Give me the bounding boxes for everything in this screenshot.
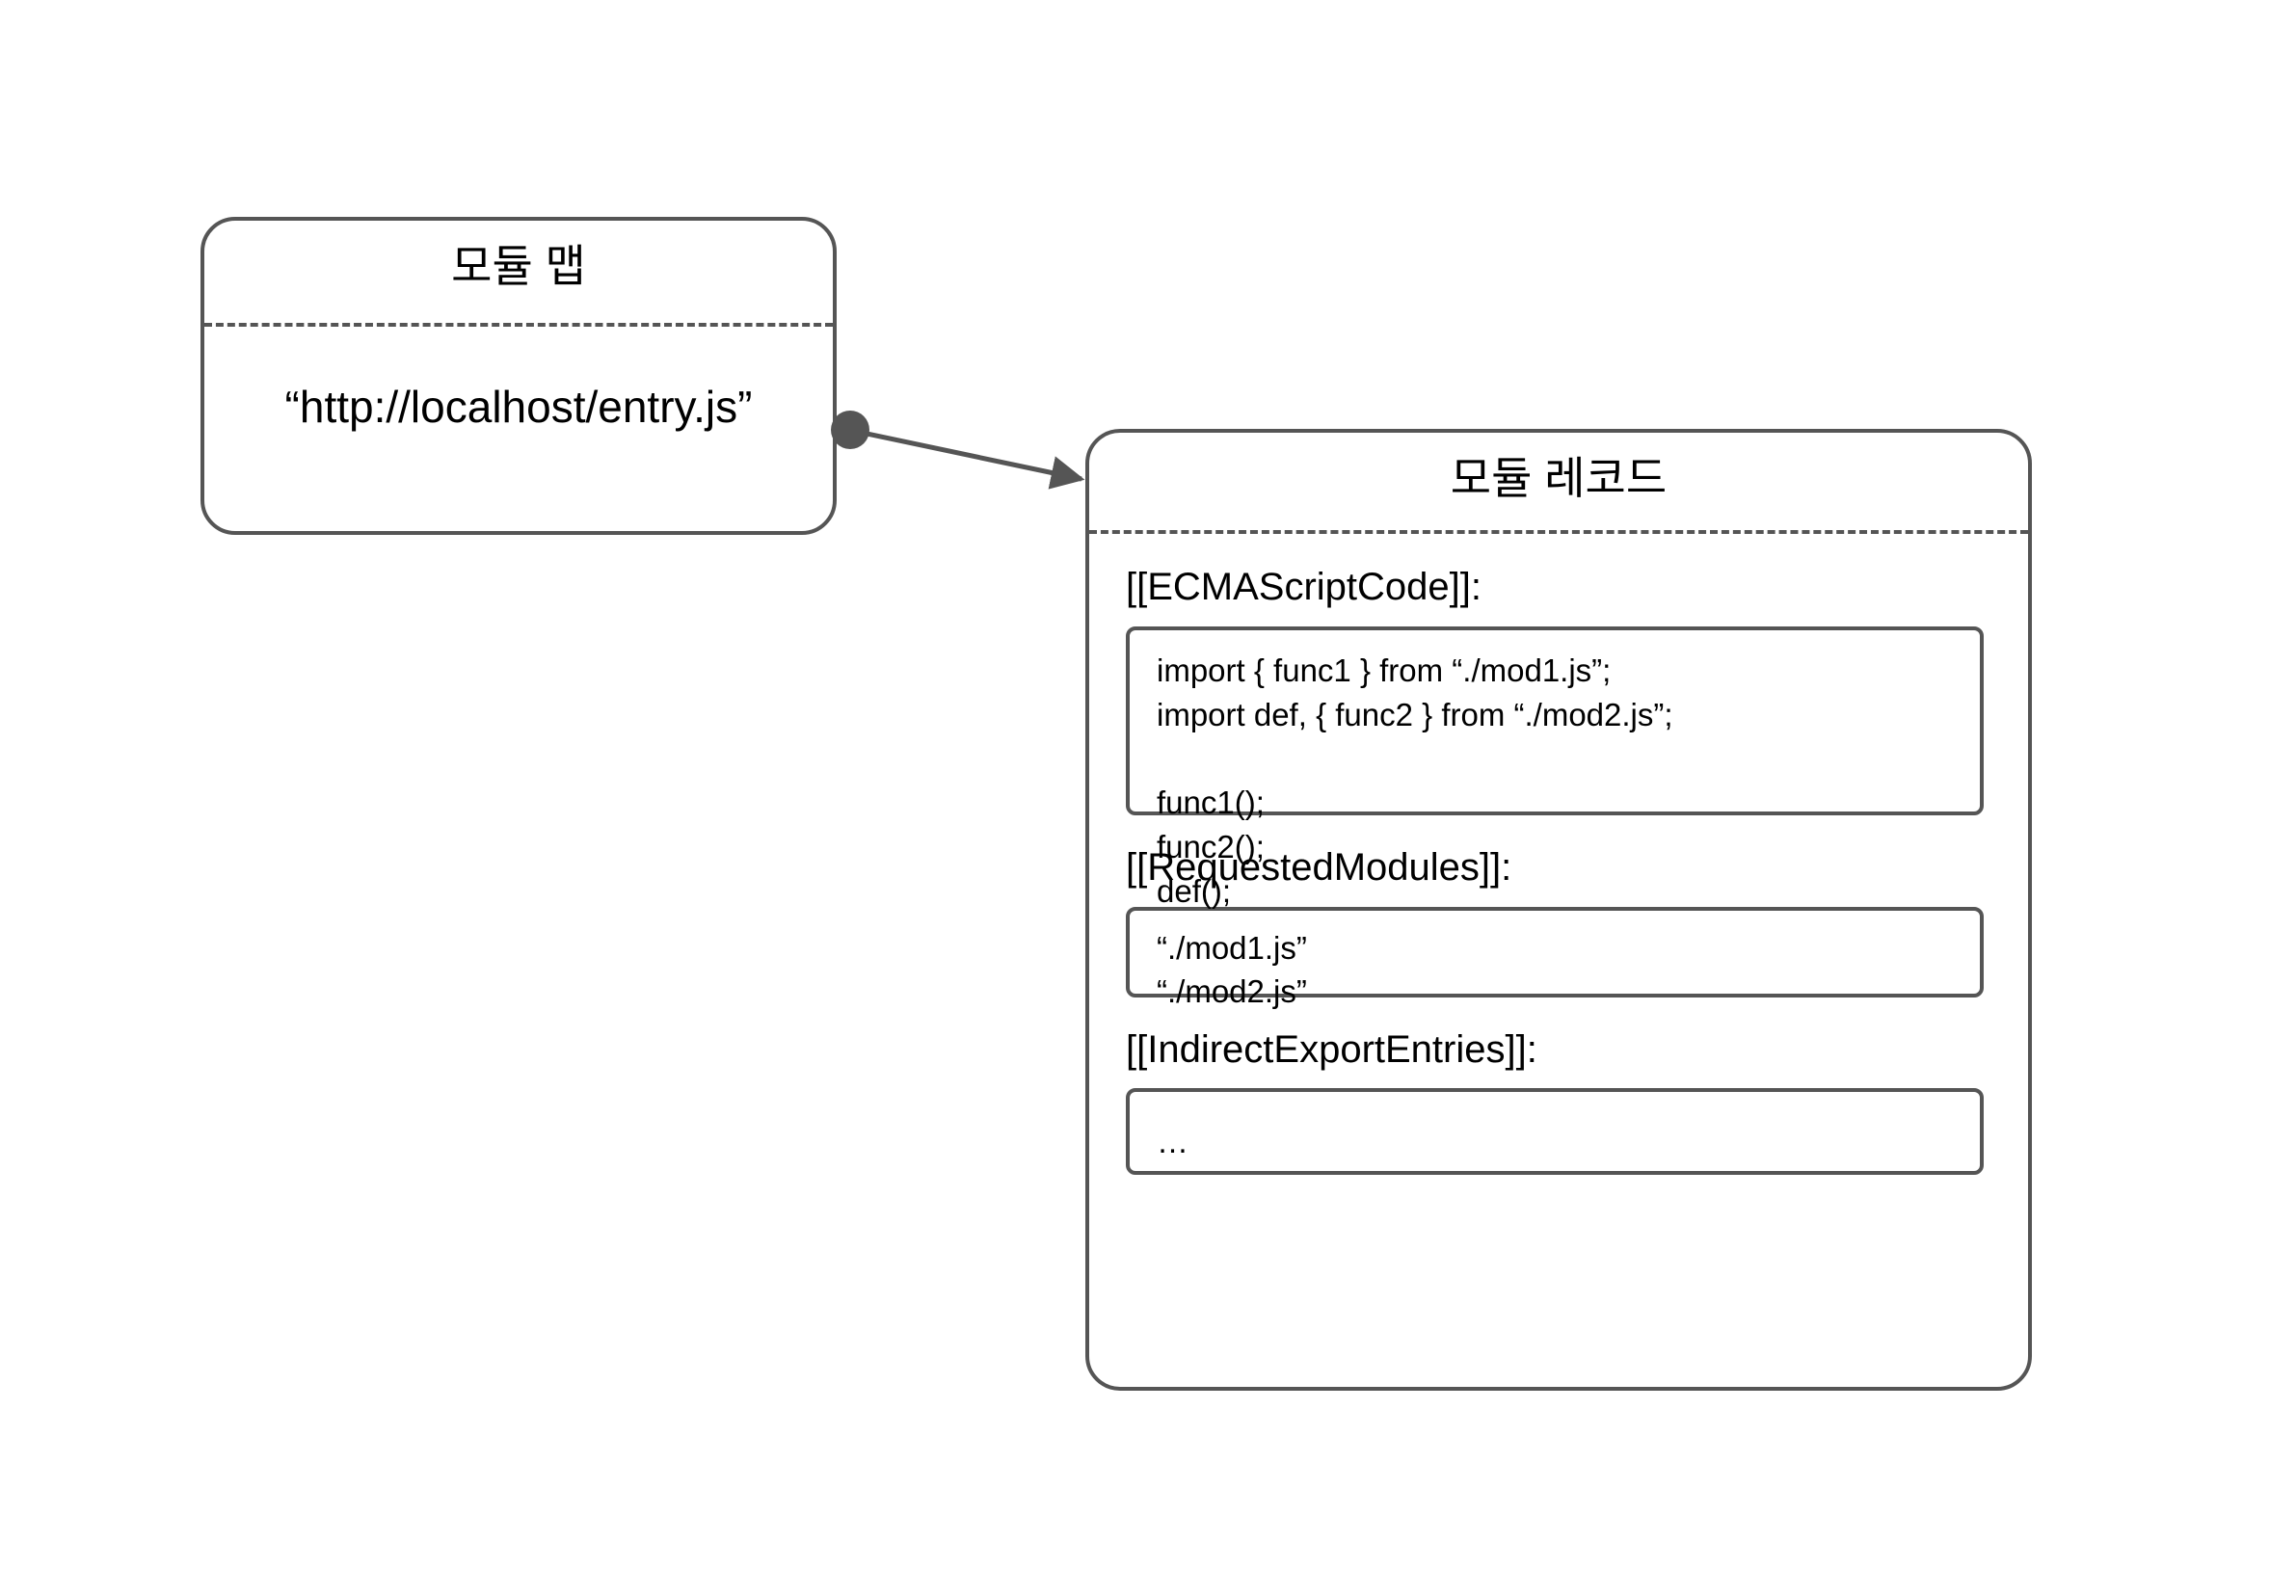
code-line: def(); xyxy=(1157,873,1232,910)
ellipsis-placeholder: … xyxy=(1157,1124,1190,1160)
field-ecmascriptcode: [[ECMAScriptCode]]: import { func1 } fro… xyxy=(1126,562,1984,909)
module-map-divider xyxy=(204,323,833,327)
field-label-requestedmodules: [[RequestedModules]]: xyxy=(1126,845,1512,889)
module-map-entry[interactable]: “http://localhost/entry.js” xyxy=(284,382,753,432)
code-line: import { func1 } from “./mod1.js”; xyxy=(1157,652,1612,688)
module-record-divider xyxy=(1089,530,2028,534)
field-value-ecmascriptcode[interactable]: import { func1 } from “./mod1.js”; impor… xyxy=(1126,625,1984,909)
field-indirectexportentries: [[IndirectExportEntries]]: … xyxy=(1126,1024,1984,1176)
code-line: func2(); xyxy=(1157,829,1265,865)
code-line: import def, { func2 } from “./mod2.js”; xyxy=(1157,696,1673,732)
field-label-indirectexportentries: [[IndirectExportEntries]]: xyxy=(1126,1027,1537,1071)
field-value-indirectexportentries[interactable]: … xyxy=(1126,1088,1984,1176)
connector-line xyxy=(852,428,1085,490)
code-line: func1(); xyxy=(1157,785,1265,821)
field-label-ecmascriptcode: [[ECMAScriptCode]]: xyxy=(1126,566,1482,608)
module-record-title: 모듈 레코드 xyxy=(1450,453,1668,503)
list-item: “./mod1.js” xyxy=(1157,929,1307,966)
field-value-requestedmodules[interactable]: “./mod1.js” “./mod2.js” xyxy=(1126,906,1984,1009)
module-record-node[interactable]: 모듈 레코드 [[ECMAScriptCode]]: import { func… xyxy=(1085,429,2032,1391)
field-requestedmodules: [[RequestedModules]]: “./mod1.js” “./mod… xyxy=(1126,842,1984,1009)
module-map-node[interactable]: 모듈 맵 “http://localhost/entry.js” xyxy=(200,217,837,535)
code-line-blank xyxy=(1157,737,1961,782)
list-item: “./mod2.js” xyxy=(1157,973,1307,1010)
module-map-title: 모듈 맵 xyxy=(451,241,586,291)
connector-source-dot xyxy=(831,411,869,449)
module-record-body: [[ECMAScriptCode]]: import { func1 } fro… xyxy=(1089,530,2028,1387)
